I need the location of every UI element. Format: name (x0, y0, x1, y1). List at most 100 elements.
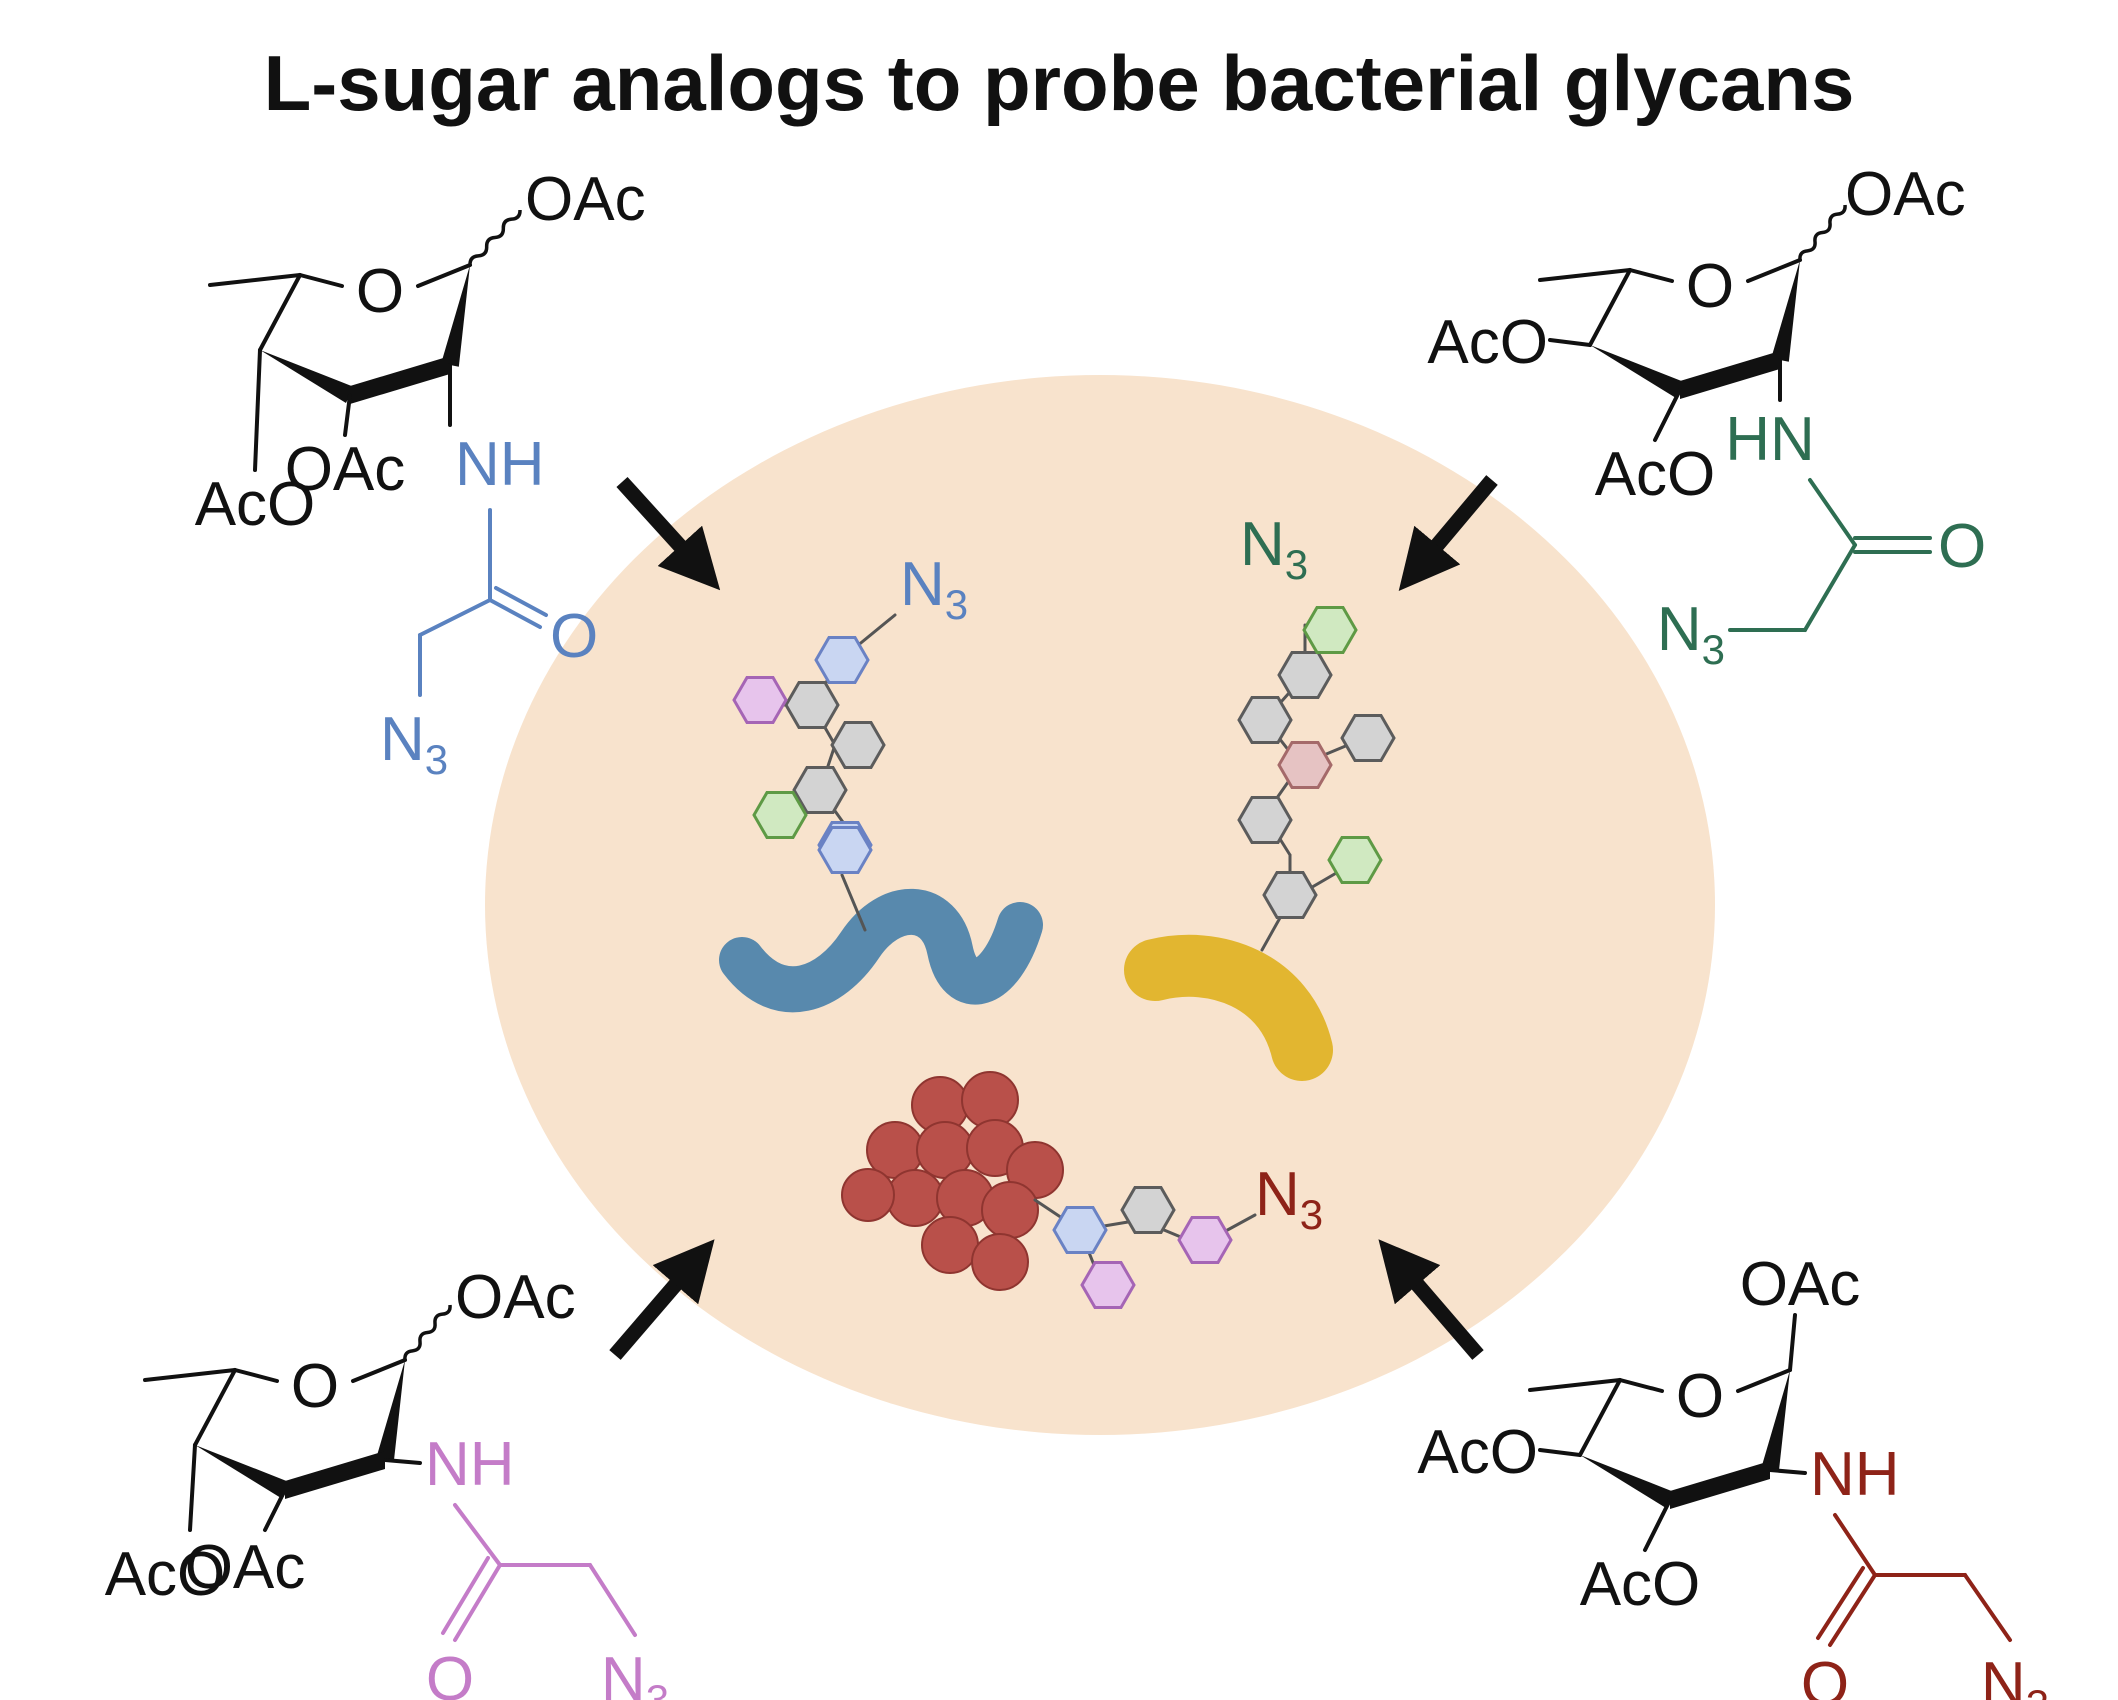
bond (188, 1443, 197, 1532)
azide-label: N3 (900, 550, 968, 628)
bond (343, 393, 352, 437)
bond (351, 1358, 407, 1383)
azide-n: N (1657, 595, 1702, 664)
bond (1588, 268, 1632, 347)
wedge-bond (195, 1445, 290, 1499)
bond (253, 348, 262, 472)
hexagon-sugar-icon (1120, 1186, 1176, 1234)
hexagon-sugar-icon (817, 826, 873, 874)
hn-label: HN (1725, 405, 1815, 474)
bond (494, 586, 548, 617)
nh-label: NH (455, 430, 545, 499)
aco-label: AcO (1417, 1418, 1538, 1487)
bond (441, 1556, 490, 1635)
bond (488, 598, 542, 629)
azide-n: N (1255, 1160, 1300, 1229)
bond (383, 1458, 422, 1465)
arrow-icon (616, 476, 721, 591)
azide-label: N3 (1255, 1160, 1323, 1238)
wavy-bond (468, 209, 522, 266)
azide-n: N (900, 550, 945, 619)
bond (588, 1563, 637, 1637)
hexagon-sugar-icon (1327, 836, 1383, 884)
bond (453, 1503, 502, 1567)
hexagon-sugar-icon (784, 681, 840, 729)
hexagon-sugar-icon (830, 721, 886, 769)
hexagon-sugar-icon (732, 676, 788, 724)
spiral-bacterium-icon (719, 888, 1043, 1013)
azide-label: N3 (601, 1645, 669, 1700)
oac-label: OAc (1740, 1250, 1861, 1319)
bond (1548, 338, 1592, 347)
bold-bond (350, 356, 450, 404)
azide-subscript: 3 (1285, 541, 1308, 588)
ring-oxygen: O (356, 257, 404, 326)
wavy-bond (403, 1304, 452, 1361)
azide-n: N (1240, 510, 1285, 579)
bond (416, 263, 472, 288)
bond (1643, 1498, 1672, 1552)
page-title: L-sugar analogs to probe bacterial glyca… (264, 39, 1855, 127)
azide-label: N3 (380, 705, 448, 783)
azide-label: N3 (1981, 1650, 2049, 1700)
methyl-bond (1528, 1378, 1622, 1392)
bond (1618, 1378, 1664, 1393)
bond (1538, 1448, 1582, 1457)
wedge-bond (1590, 345, 1685, 399)
aco-label: AcO (105, 1540, 226, 1609)
methyl-bond (208, 273, 302, 287)
bond (1808, 478, 1857, 547)
bold-bond (1680, 351, 1780, 399)
arrows (609, 475, 1498, 1360)
azide-subscript: 3 (646, 1676, 669, 1700)
wavy-bond (1798, 204, 1847, 261)
aco-label: AcO (1427, 308, 1548, 377)
arrow-icon (609, 1239, 715, 1360)
bond (1816, 1566, 1865, 1640)
ring-oxygen: O (1686, 252, 1734, 321)
hexagon-sugar-icon (1277, 741, 1333, 789)
oac-label: OAc (185, 1533, 306, 1602)
bond (418, 598, 492, 637)
ring-oxygen: O (291, 1352, 339, 1421)
bond (1628, 268, 1674, 283)
azide-subscript: 3 (1300, 1191, 1323, 1238)
hexagon-sugar-icon (814, 636, 870, 684)
azide-subscript: 3 (2026, 1681, 2049, 1700)
hexagon-sugar-icon (1340, 714, 1396, 762)
carbonyl-oxygen: O (1801, 1650, 1849, 1700)
nh-label: NH (425, 1430, 515, 1499)
glycosidic-bond (840, 873, 867, 932)
carbonyl-oxygen: O (550, 602, 598, 671)
bond (1833, 1513, 1877, 1577)
azide-n: N (601, 1645, 646, 1700)
bond (1788, 1313, 1797, 1372)
wedge-bond (1771, 260, 1800, 362)
bold-bond (285, 1451, 385, 1499)
oac-label: OAc (285, 435, 406, 504)
wedge-bond (441, 265, 470, 367)
methyl-bond (1538, 268, 1632, 282)
wedge-bond (1580, 1455, 1675, 1509)
hexagon-sugar-icon (1302, 606, 1358, 654)
rod-bacterium-icon (1124, 934, 1333, 1081)
bold-bond (1670, 1461, 1770, 1509)
bond (263, 1488, 287, 1532)
coccus-cluster-icon (841, 1071, 1064, 1291)
bond (1803, 543, 1857, 632)
azide-label: N3 (1657, 595, 1725, 673)
methyl-bond (143, 1368, 237, 1382)
cell-background (485, 375, 1715, 1435)
bond (453, 1563, 502, 1642)
bond (1963, 1573, 2012, 1642)
bond (1578, 1378, 1622, 1457)
hexagon-sugar-icon (1237, 796, 1293, 844)
arrow-icon (1378, 1239, 1484, 1360)
azide-subscript: 3 (425, 736, 448, 783)
